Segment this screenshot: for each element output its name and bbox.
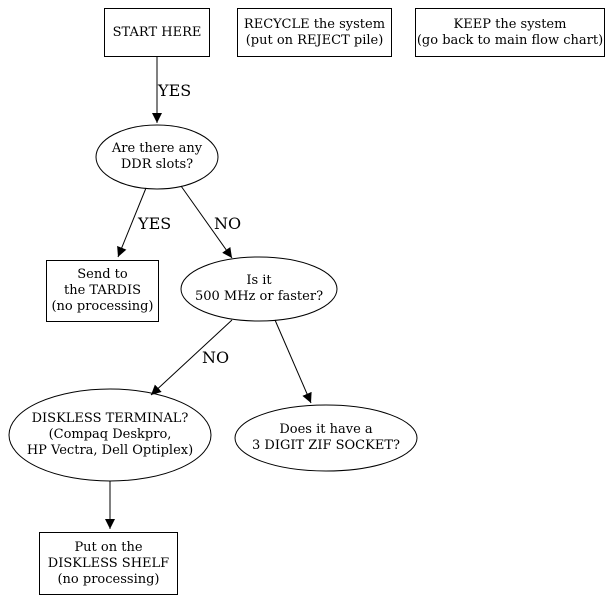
speed-label-2: 500 MHz or faster? xyxy=(194,289,324,304)
ddr-label-2: DDR slots? xyxy=(120,157,194,172)
start-label: START HERE xyxy=(112,24,202,40)
start-node: START HERE xyxy=(104,8,210,57)
diskless-label-3: HP Vectra, Dell Optiplex) xyxy=(26,443,194,458)
diskless-label-2: (Compaq Deskpro, xyxy=(48,427,172,442)
shelf-label-1: Put on the xyxy=(74,539,143,555)
ddr-node: Are there any DDR slots? xyxy=(96,125,218,189)
speed-oval-shape xyxy=(180,256,338,322)
recycle-label: RECYCLE the system xyxy=(243,16,386,32)
shelf-label-2: DISKLESS SHELF xyxy=(47,555,170,571)
keep-node: KEEP the system (go back to main flow ch… xyxy=(415,8,605,57)
edge-ddr-to-speed xyxy=(180,185,233,259)
keep-sublabel: (go back to main flow chart) xyxy=(416,32,604,48)
edge-label-ddr-yes: YES xyxy=(138,214,172,233)
ddr-label-1: Are there any xyxy=(111,141,203,156)
zif-label-1: Does it have a xyxy=(279,422,373,437)
recycle-node: RECYCLE the system (put on REJECT pile) xyxy=(237,8,392,57)
recycle-sublabel: (put on REJECT pile) xyxy=(245,32,384,48)
shelf-label-3: (no processing) xyxy=(57,571,160,587)
diskless-node: DISKLESS TERMINAL? (Compaq Deskpro, HP V… xyxy=(9,389,211,481)
zif-oval-shape xyxy=(234,404,418,472)
tardis-label-2: the TARDIS xyxy=(63,283,142,298)
speed-label-1: Is it xyxy=(246,273,272,288)
edge-speed-to-zif xyxy=(274,319,312,404)
edge-label-speed-no: NO xyxy=(202,348,230,367)
edge-label-start-yes: YES xyxy=(158,81,192,100)
zif-label-2: 3 DIGIT ZIF SOCKET? xyxy=(252,438,400,453)
zif-node: Does it have a 3 DIGIT ZIF SOCKET? xyxy=(235,405,417,471)
shelf-node: Put on the DISKLESS SHELF (no processing… xyxy=(39,532,178,595)
ddr-oval-shape xyxy=(95,124,219,190)
keep-label: KEEP the system xyxy=(453,16,567,32)
edge-label-ddr-no: NO xyxy=(214,214,242,233)
tardis-node: Send to the TARDIS (no processing) xyxy=(46,260,159,322)
tardis-label-3: (no processing) xyxy=(51,299,154,314)
speed-node: Is it 500 MHz or faster? xyxy=(181,257,337,321)
tardis-label-1: Send to xyxy=(77,267,128,282)
diskless-label-1: DISKLESS TERMINAL? xyxy=(31,411,189,426)
edge-ddr-to-tardis xyxy=(117,187,147,258)
edge-speed-to-diskless xyxy=(150,319,233,396)
